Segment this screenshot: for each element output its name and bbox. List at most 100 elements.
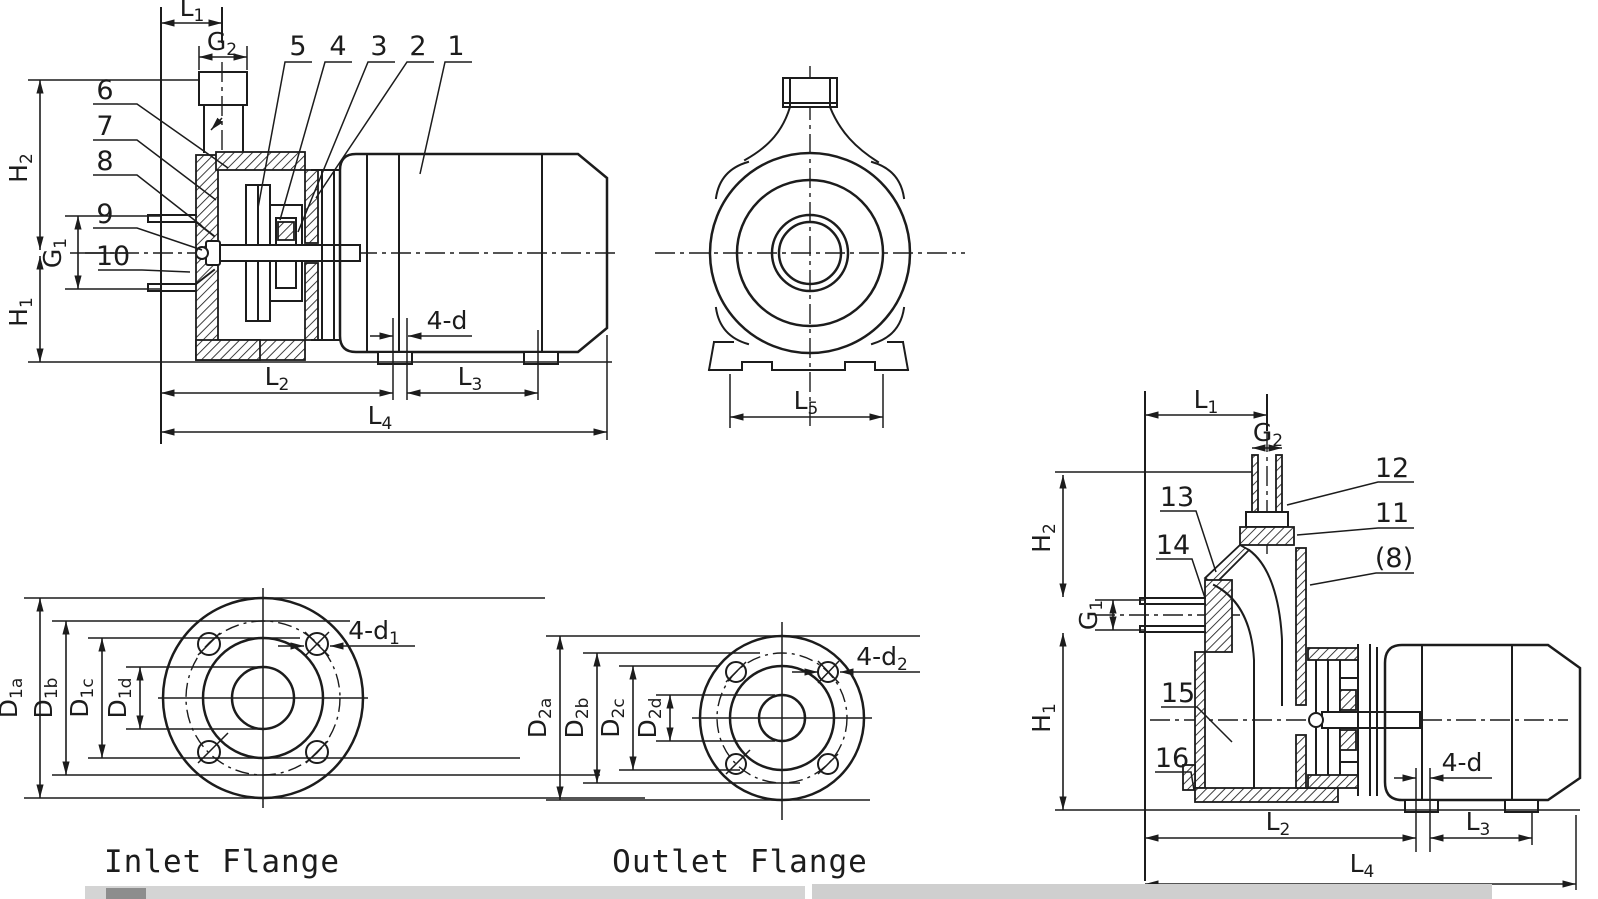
part-label-3: 3	[370, 31, 387, 62]
dim-L1: L1	[161, 0, 222, 27]
inlet-flange-block	[1204, 579, 1233, 653]
dim-label-D1b: D1b	[29, 678, 62, 719]
inner-volute-wall	[1212, 583, 1255, 789]
dim-label-4d1: 4-d1	[348, 616, 400, 649]
dim-L3: L3	[1430, 807, 1532, 842]
leader-line	[98, 269, 191, 273]
volute-inner-circle	[735, 178, 885, 328]
bolt-hole	[725, 753, 747, 775]
inlet-flange-title: Inlet Flange	[104, 844, 340, 880]
pump-casing	[195, 151, 319, 361]
bolt-hole	[305, 740, 329, 764]
pump-shaft	[195, 240, 361, 266]
discharge-pipe	[198, 71, 248, 153]
part-label-1: 1	[447, 31, 464, 62]
cropped-caption-fragment	[106, 888, 146, 899]
dim-D1a: D1a	[0, 597, 645, 799]
part-label-15: 15	[1161, 678, 1195, 709]
volute-outer-circle	[708, 151, 912, 355]
suction-eye-bore	[777, 220, 843, 286]
casing-lugs	[714, 160, 906, 346]
dim-L4: L4	[1145, 815, 1577, 890]
dim-D2b: D2b	[560, 652, 800, 784]
bottom-strip	[85, 884, 1492, 899]
motor-body	[338, 152, 609, 400]
bore-circle	[230, 665, 296, 731]
dim-label-L4: L4	[1350, 849, 1375, 882]
dim-L2: L2	[161, 362, 393, 397]
dim-label-G1: G1	[1074, 600, 1107, 630]
dim-label-4d2: 4-d2	[856, 642, 908, 675]
dim-label-G2: G2	[1253, 418, 1283, 451]
dim-label-G2: G2	[207, 27, 237, 60]
dim-4d1: 4-d1	[278, 616, 415, 650]
leader-line	[297, 61, 395, 233]
bearing-bracket	[1307, 644, 1378, 796]
part-label-4: 4	[329, 31, 346, 62]
inlet-flange-view: D1a D1b D1c D1d 4-d1 Inlet Flange	[0, 588, 645, 880]
dim-G2: G2	[198, 27, 248, 70]
dim-L5: L5	[729, 374, 884, 428]
part-label-8: 8	[96, 146, 113, 177]
discharge-neck	[743, 77, 880, 164]
leader-line	[1161, 706, 1233, 743]
part-callouts-left: 6 7 8 9 10	[93, 75, 229, 273]
dim-D2d: D2d	[633, 694, 775, 742]
dim-label-G1: G1	[38, 238, 71, 268]
pipe-flange-nut	[1239, 526, 1295, 546]
part-label-13: 13	[1160, 482, 1194, 513]
dim-label-H1: H1	[4, 297, 37, 327]
part-label-10: 10	[96, 241, 130, 272]
dim-label-L1: L1	[180, 0, 205, 26]
dim-label-D2d: D2d	[633, 698, 666, 739]
dim-label-L4: L4	[368, 401, 393, 434]
leader-line	[1156, 558, 1206, 599]
dim-label-D1d: D1d	[103, 678, 136, 719]
part-label-9: 9	[96, 199, 113, 230]
dim-label-L1: L1	[1194, 385, 1219, 418]
scan-strip-right	[812, 884, 1492, 899]
part-callouts-right: 12 11 (8)	[1286, 453, 1414, 586]
bolt-hole	[197, 632, 221, 656]
leader-line	[1286, 481, 1414, 506]
dim-H1: H1	[1027, 633, 1067, 810]
dim-G1: G1	[1074, 599, 1145, 631]
leader-line	[1155, 771, 1195, 791]
dim-label-D2b: D2b	[560, 698, 593, 739]
part-callouts-left: 13 14 15 16	[1155, 482, 1233, 791]
leader-line	[93, 174, 203, 227]
bolt-holes	[725, 660, 840, 775]
leader-line	[93, 103, 229, 169]
leader-line	[279, 61, 352, 221]
dim-label-D2c: D2c	[596, 698, 629, 737]
dim-L4: L4	[161, 335, 608, 440]
dim-label-L2: L2	[265, 362, 290, 395]
discharge-pipe	[1239, 454, 1295, 546]
dim-label-4d: 4-d	[1442, 748, 1483, 777]
bolt-hole	[817, 753, 839, 775]
outlet-flange-view: D2a D2b D2c D2d 4-d2 Outlet Flange	[523, 622, 920, 880]
bearing-bracket	[311, 169, 341, 341]
dim-label-L5: L5	[794, 386, 819, 419]
flow-arrow	[210, 117, 223, 131]
part-label-11: 11	[1375, 498, 1409, 529]
part-label-7: 7	[96, 111, 113, 142]
dim-label-H2: H2	[1027, 523, 1060, 553]
pump-shaft	[1308, 711, 1421, 729]
part-label-16: 16	[1155, 743, 1189, 774]
part-label-2: 2	[409, 31, 426, 62]
dim-D2a: D2a	[523, 635, 920, 801]
motor-foot	[1504, 799, 1539, 813]
part-label-12: 12	[1375, 453, 1409, 484]
self-priming-section-view: L1 G2 H2 G1 H1 4-d L2	[1027, 385, 1582, 890]
dim-D2c: D2c	[596, 665, 740, 771]
part-label-5: 5	[289, 31, 306, 62]
dim-label-D1a: D1a	[0, 678, 27, 719]
part-callouts-top: 5 4 3 2 1	[257, 31, 472, 233]
dim-label-D2a: D2a	[523, 698, 556, 739]
leader-line	[93, 139, 217, 201]
dim-label-L2: L2	[1266, 807, 1291, 840]
leader-line	[419, 61, 472, 175]
dim-H2: H2	[1027, 475, 1067, 597]
